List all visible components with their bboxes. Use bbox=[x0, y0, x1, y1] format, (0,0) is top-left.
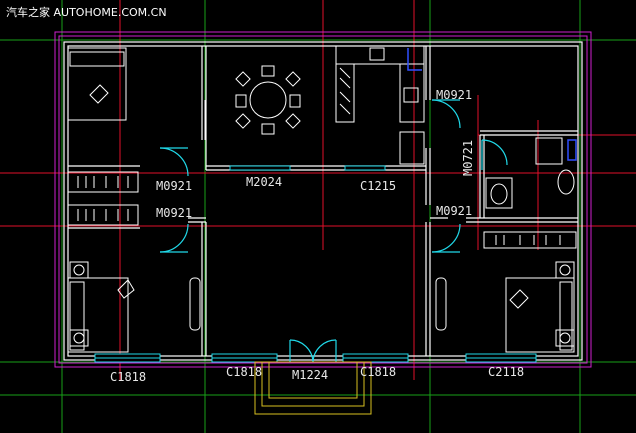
label-m1224: M1224 bbox=[292, 368, 329, 382]
label-m0721: M0721 bbox=[461, 139, 475, 176]
label-m0921-upper-right: M0921 bbox=[436, 88, 473, 102]
label-c2118: C2118 bbox=[488, 365, 525, 379]
label-c1215: C1215 bbox=[360, 179, 397, 193]
windows bbox=[94, 100, 537, 363]
label-c1818-left: C1818 bbox=[110, 370, 147, 384]
label-c1818-mid-right: C1818 bbox=[360, 365, 397, 379]
watermark: 汽车之家 AUTOHOME.COM.CN bbox=[6, 6, 167, 19]
label-m0921-lower-left: M0921 bbox=[156, 206, 193, 220]
bay-windows bbox=[189, 277, 447, 331]
doors bbox=[159, 99, 508, 363]
beds bbox=[67, 47, 575, 353]
bathroom-fixtures bbox=[485, 137, 575, 209]
label-c1818-mid-left: C1818 bbox=[226, 365, 263, 379]
dining-table bbox=[235, 65, 301, 135]
walls bbox=[63, 41, 583, 361]
label-m0921-lower-right: M0921 bbox=[436, 204, 473, 218]
label-m0921-upper-left: M0921 bbox=[156, 179, 193, 193]
blue-fixtures bbox=[407, 48, 577, 161]
entrance-steps bbox=[254, 361, 372, 415]
red-axis-lines bbox=[0, 0, 636, 380]
building-boundary bbox=[54, 31, 592, 368]
wardrobes bbox=[67, 171, 577, 249]
kitchen-counter bbox=[335, 45, 425, 165]
label-m2024: M2024 bbox=[246, 175, 283, 189]
nightstands bbox=[69, 261, 575, 347]
